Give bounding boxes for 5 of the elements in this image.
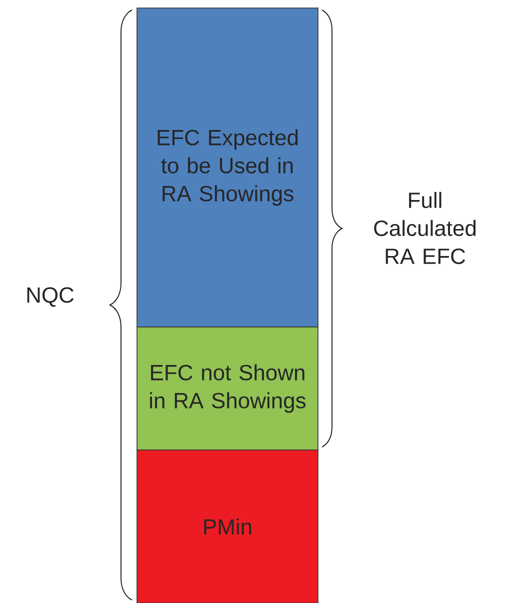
- bar-segment: EFC not Shown in RA Showings: [136, 326, 318, 450]
- bar-segment: EFC Expected to be Used in RA Showings: [136, 8, 318, 328]
- brace-label: NQC: [27, 287, 74, 307]
- brace-label: Full Calculated RA EFC: [374, 192, 476, 264]
- bar-segment: PMin: [136, 450, 318, 603]
